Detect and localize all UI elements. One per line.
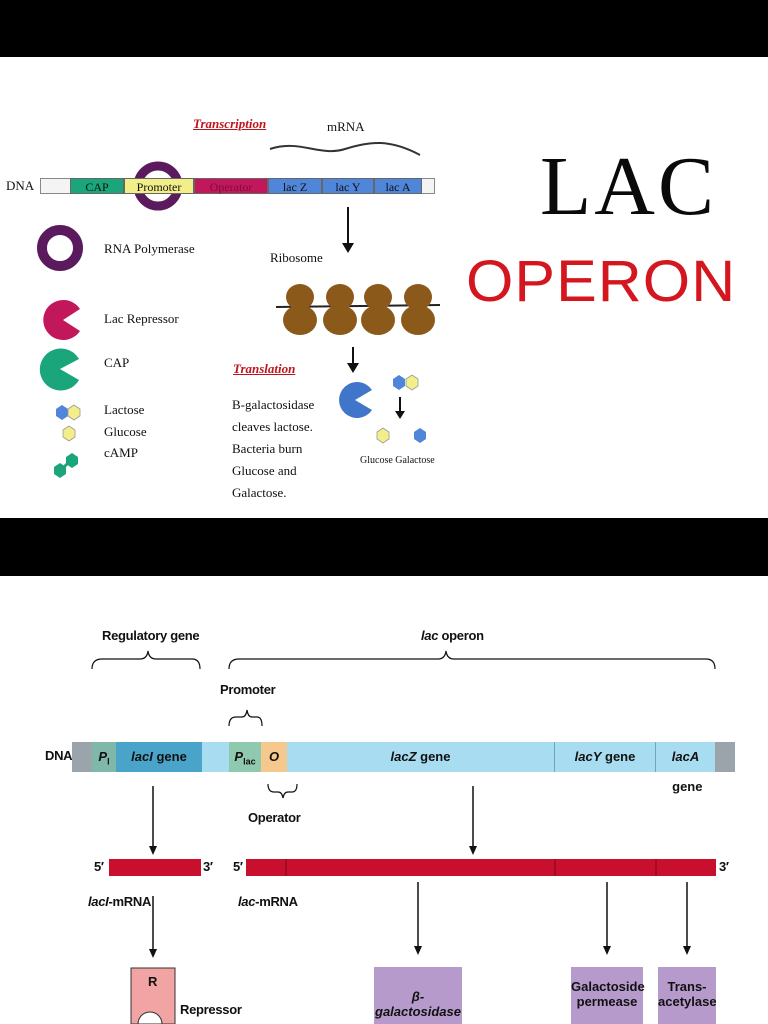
dna-segment-operator: Operator (194, 178, 268, 194)
lac-operon-gene-map-panel: Regulatory gene lac operon Promoter DNA … (0, 576, 768, 1024)
operator-label: Operator (248, 810, 301, 825)
lac-operon-overview-panel: Transcription mRNA DNA CAP Promoter Oper… (0, 57, 768, 518)
legend-lactose: Lactose (104, 402, 145, 417)
laci-mrna-5prime: 5′ (94, 859, 104, 874)
gene-map-graphics (91, 650, 716, 1024)
lacz-gene: lacZ gene (287, 742, 555, 772)
description-line-2: cleaves lactose. (232, 419, 313, 434)
dna-segment-lacz: lac Z (268, 178, 322, 194)
description-line-1: B-galactosidase (232, 397, 315, 412)
pi-region: PI (92, 742, 116, 772)
lacy-gene: lacY gene (555, 742, 656, 772)
description-line-5: Galactose. (232, 485, 287, 500)
repressor-label: Repressor (180, 1002, 242, 1017)
legend-rna-polymerase: RNA Polymerase (104, 241, 195, 256)
dna-segment-laca: lac A (374, 178, 422, 194)
dna-label: DNA (45, 748, 73, 763)
dna-end-left (72, 742, 92, 772)
legend-glucose: Glucose (104, 424, 147, 439)
laci-gene: lacI gene (116, 742, 202, 772)
laci-mrna-3prime: 3′ (203, 859, 213, 874)
title-lac: LAC (540, 140, 717, 233)
legend-camp: cAMP (104, 445, 138, 460)
promoter-label: Promoter (220, 682, 276, 697)
ribosome-label: Ribosome (270, 250, 323, 265)
mrna-label: mRNA (327, 119, 365, 134)
dna-segment-promoter: Promoter (124, 178, 194, 194)
dna-segment-cap: CAP (70, 178, 124, 194)
lac-operon-label: lac operon (421, 628, 484, 643)
dna-segment-lacy: lac Y (322, 178, 374, 194)
ribosome-group (283, 284, 435, 335)
translation-label: Translation (233, 361, 296, 376)
title-operon: OPERON (466, 249, 737, 314)
transcription-label: Transcription (193, 116, 267, 131)
dna-end-right (715, 742, 735, 772)
laca-gene: lacA gene (656, 742, 715, 794)
plac-region: Plac (229, 742, 261, 772)
dna-label: DNA (6, 178, 35, 193)
lac-mrna-3prime: 3′ (719, 859, 729, 874)
products-label: Glucose Galactose (360, 455, 435, 466)
repressor-r: R (148, 974, 158, 989)
description-line-3: Bacteria burn (232, 441, 303, 456)
regulatory-gene-label: Regulatory gene (102, 628, 200, 643)
transacetylase-protein: Trans-acetylase (658, 967, 717, 1024)
beta-galactosidase-protein: β-galactosidase (374, 967, 462, 1024)
operator-region: O (261, 742, 287, 772)
description-line-4: Glucose and (232, 463, 297, 478)
legend-cap: CAP (104, 355, 130, 370)
laci-mrna-label: lacI-mRNA (88, 894, 152, 909)
spacer-region (202, 742, 229, 772)
lac-mrna-label: lac-mRNA (238, 894, 298, 909)
overview-graphics (37, 141, 441, 478)
legend-lac-repressor: Lac Repressor (104, 311, 179, 326)
lac-mrna-5prime: 5′ (233, 859, 243, 874)
